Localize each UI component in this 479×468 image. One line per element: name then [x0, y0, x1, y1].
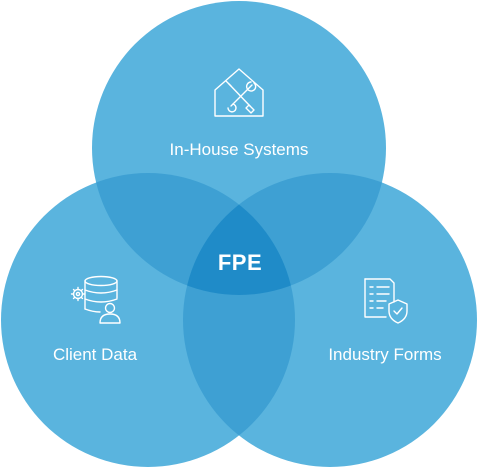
tools-house-icon [214, 68, 264, 117]
label-client-data: Client Data [53, 345, 138, 364]
overlap-center [183, 173, 295, 295]
database-user-icon [70, 275, 121, 324]
label-in-house-systems: In-House Systems [170, 140, 309, 159]
label-center-fpe: FPE [218, 250, 262, 275]
label-industry-forms: Industry Forms [328, 345, 441, 364]
form-shield-icon [364, 278, 408, 324]
